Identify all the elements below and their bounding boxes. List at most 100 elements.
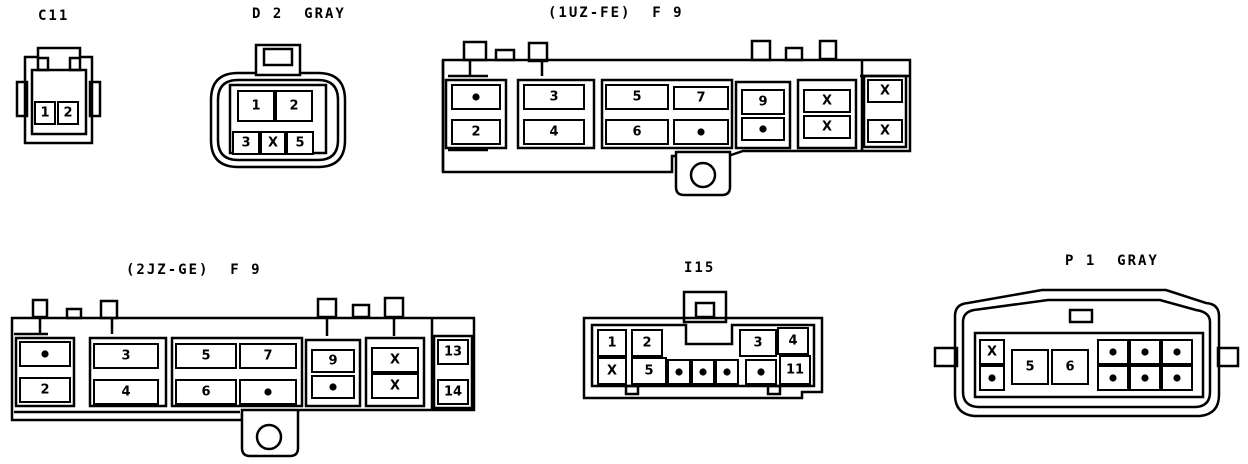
pin-cavity — [523, 84, 585, 110]
pin-label: 2 — [471, 125, 480, 140]
pin-cavity — [451, 119, 501, 145]
pin-label: X — [390, 353, 400, 368]
pin-cavity — [777, 327, 809, 355]
empty-pin-dot — [675, 368, 683, 376]
pin-label: 5 — [295, 136, 304, 151]
pin-label: X — [822, 94, 832, 109]
empty-pin-dot — [988, 374, 996, 382]
pin-label: 5 — [644, 364, 653, 379]
pin-cavity — [311, 349, 355, 373]
pin-label: 7 — [696, 91, 705, 106]
pin-cavity — [1161, 339, 1193, 365]
pin-cavity — [34, 101, 56, 125]
pin-cavity — [175, 343, 237, 369]
pin-label: 6 — [201, 385, 210, 400]
pin-cavity — [979, 339, 1005, 365]
empty-pin-dot — [41, 350, 49, 358]
pin-cavity — [371, 347, 419, 373]
pin-cavity — [741, 89, 785, 115]
pin-cavity — [1011, 349, 1049, 385]
pin-cavity — [523, 119, 585, 145]
pin-cavity — [260, 131, 286, 155]
pin-label: 3 — [121, 349, 130, 364]
pin-cavity — [1097, 339, 1129, 365]
connector-title-c11: C11 — [38, 8, 70, 24]
connector-title-f9-2jz: (2JZ-GE) F 9 — [126, 262, 262, 278]
pin-cavity — [239, 379, 297, 405]
pin-label: 2 — [289, 99, 298, 114]
empty-pin-dot — [1141, 348, 1149, 356]
pin-label: 1 — [40, 106, 49, 121]
empty-pin-dot — [1109, 374, 1117, 382]
pin-label: 11 — [786, 363, 804, 378]
pin-cavity — [803, 89, 851, 113]
pin-label: 1 — [251, 99, 260, 114]
pin-cavity — [286, 131, 314, 155]
pin-cavity — [597, 329, 627, 357]
connector-p1: X 5 6 — [933, 288, 1240, 418]
empty-pin-dot — [1173, 374, 1181, 382]
pin-label: 3 — [241, 136, 250, 151]
pin-cavity — [275, 90, 313, 122]
pin-label: 6 — [1065, 360, 1074, 375]
pin-cavity — [1097, 365, 1129, 391]
pin-cavity — [237, 90, 275, 122]
empty-pin-dot — [329, 383, 337, 391]
connector-title-i15: I15 — [684, 260, 716, 276]
pin-label: 14 — [444, 385, 462, 400]
pin-cavity — [673, 86, 729, 110]
pin-cavity — [239, 343, 297, 369]
pin-label: 4 — [788, 334, 797, 349]
empty-pin-dot — [1109, 348, 1117, 356]
pin-cavity — [437, 339, 469, 365]
empty-pin-dot — [1141, 374, 1149, 382]
pin-cavity — [631, 357, 667, 385]
pin-label: 5 — [1025, 360, 1034, 375]
pin-label: X — [987, 345, 997, 360]
pin-label: X — [880, 124, 890, 139]
pin-label: 5 — [201, 349, 210, 364]
empty-pin-dot — [697, 128, 705, 136]
pin-label: 7 — [263, 349, 272, 364]
pin-label: 2 — [40, 383, 49, 398]
pin-cavity — [631, 329, 663, 357]
connector-title-p1: P 1 GRAY — [1065, 253, 1159, 269]
pin-cavity — [232, 131, 260, 155]
pin-label: 9 — [758, 95, 767, 110]
pin-label: 13 — [444, 345, 462, 360]
pin-label: 4 — [549, 125, 558, 140]
pin-cavity — [93, 379, 159, 405]
pin-label: 1 — [607, 336, 616, 351]
pin-label: X — [880, 84, 890, 99]
pin-cavity — [597, 357, 627, 385]
pin-cavity — [57, 101, 79, 125]
pin-label: X — [607, 364, 617, 379]
pin-cavity — [779, 355, 811, 385]
pin-cavity — [867, 79, 903, 103]
pin-cavity — [437, 379, 469, 405]
pin-cavity — [93, 343, 159, 369]
empty-pin-dot — [759, 125, 767, 133]
pin-cavity — [1051, 349, 1089, 385]
pin-cavity — [605, 119, 669, 145]
pin-label: 9 — [328, 354, 337, 369]
pin-label: X — [822, 120, 832, 135]
empty-pin-dot — [264, 388, 272, 396]
pin-label: 2 — [642, 336, 651, 351]
pin-label: 3 — [549, 90, 558, 105]
pin-label: 5 — [632, 90, 641, 105]
connector-title-f9-1uz: (1UZ-FE) F 9 — [548, 5, 684, 21]
empty-pin-dot — [472, 93, 480, 101]
pin-label: X — [390, 379, 400, 394]
pin-cavity — [867, 119, 903, 143]
pin-label: 3 — [753, 336, 762, 351]
empty-pin-dot — [757, 368, 765, 376]
empty-pin-dot — [699, 368, 707, 376]
empty-pin-dot — [1173, 348, 1181, 356]
pin-cavity — [605, 84, 669, 110]
